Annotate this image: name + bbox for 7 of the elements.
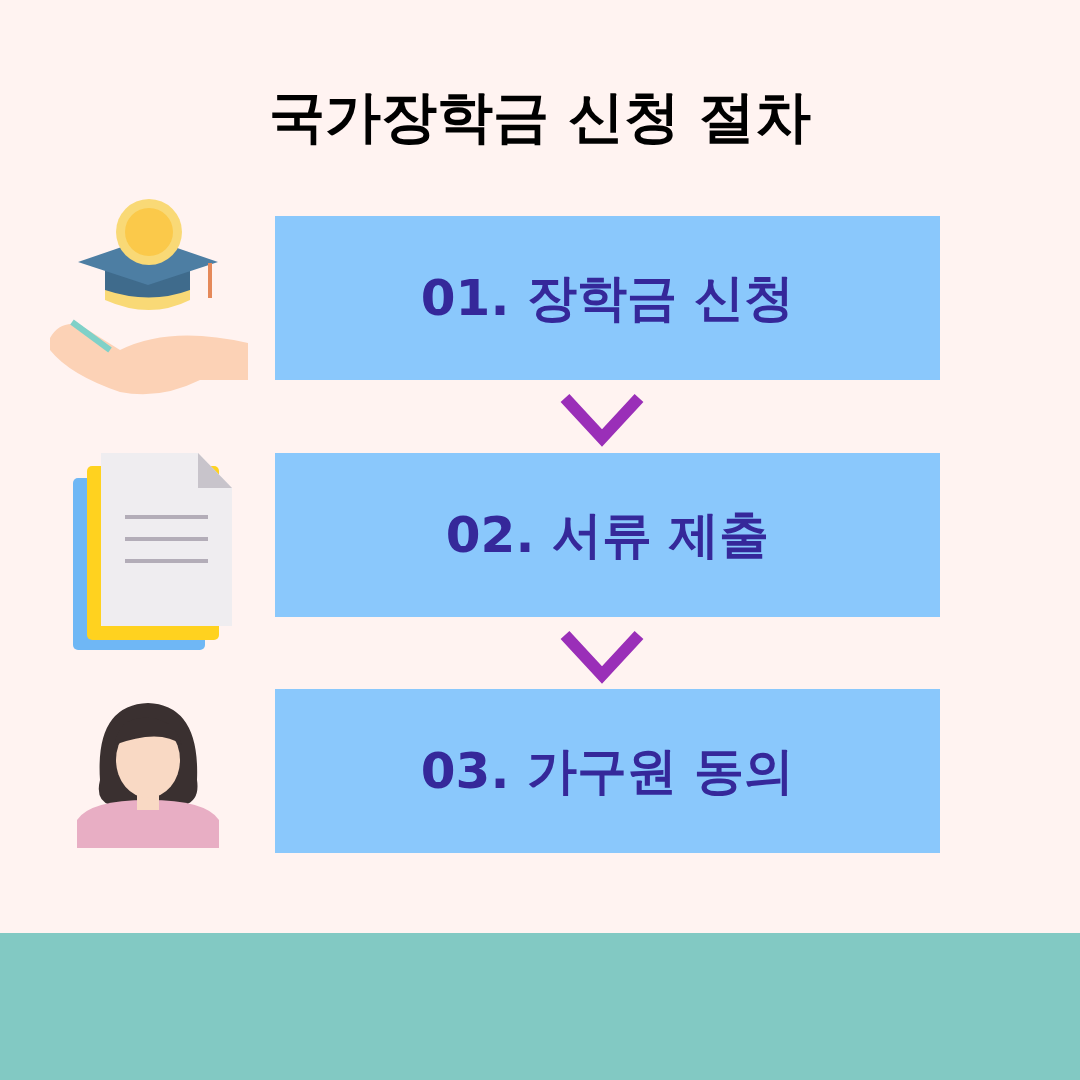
step-box <box>275 689 940 853</box>
step-box <box>275 216 940 380</box>
step-label: 01. 장학금 신청 <box>420 267 795 329</box>
step-label: 02. 서류 제출 <box>445 504 770 566</box>
step-box <box>275 453 940 617</box>
step-label: 03. 가구원 동의 <box>420 740 795 802</box>
title: 국가장학금 신청 절차 <box>267 83 813 151</box>
